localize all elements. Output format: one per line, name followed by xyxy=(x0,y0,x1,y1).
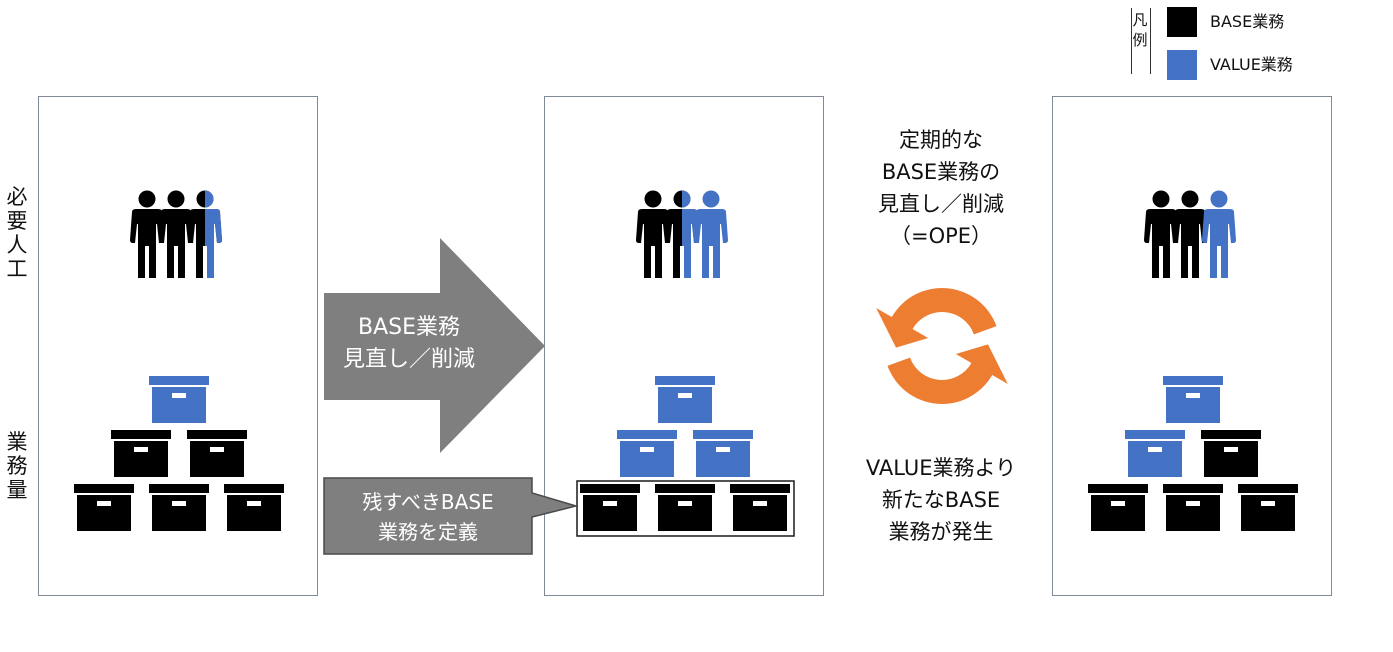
panel-after-new-base xyxy=(1052,96,1332,596)
value-task-box-icon xyxy=(149,376,209,423)
panel-current xyxy=(38,96,318,596)
workload-boxes xyxy=(576,376,795,537)
legend-bracket-label: 凡例 xyxy=(1132,11,1148,49)
base-task-box-icon xyxy=(224,484,284,531)
person-icon xyxy=(188,190,222,278)
panel-after-review xyxy=(544,96,824,596)
base-task-box-icon xyxy=(1201,430,1261,477)
people-group xyxy=(636,190,728,278)
person-icon xyxy=(159,190,193,278)
value-task-box-icon xyxy=(693,430,753,477)
person-icon xyxy=(130,190,164,278)
define-base-callout-label: 残すべきBASE 業務を定義 xyxy=(362,490,494,544)
review-arrow xyxy=(324,238,545,453)
person-icon xyxy=(636,190,670,278)
base-task-box-icon xyxy=(730,484,790,531)
cycle-arrow-lower xyxy=(887,344,1008,404)
legend-swatch-base xyxy=(1167,7,1197,37)
people-group xyxy=(1144,190,1236,278)
defined-base-highlight xyxy=(576,480,795,537)
person-icon xyxy=(1144,190,1178,278)
person-icon xyxy=(1173,190,1207,278)
workload-boxes xyxy=(1088,376,1298,531)
define-base-callout xyxy=(323,477,579,555)
row-label-people: 必要人工 xyxy=(6,185,28,281)
person-icon xyxy=(665,190,699,278)
base-task-box-icon xyxy=(149,484,209,531)
base-task-box-icon xyxy=(74,484,134,531)
value-task-box-icon xyxy=(617,430,677,477)
row-label-workload: 業務量 xyxy=(6,430,28,502)
base-task-box-icon xyxy=(1088,484,1148,531)
cycle-top-label: 定期的な BASE業務の 見直し／削減 （=OPE） xyxy=(878,128,1004,248)
legend-bracket xyxy=(1131,8,1151,74)
cycle-bottom-label: VALUE業務より 新たなBASE 業務が発生 xyxy=(865,456,1017,544)
base-task-box-icon xyxy=(1238,484,1298,531)
legend-label-value: VALUE業務 xyxy=(1210,55,1293,74)
base-task-box-icon xyxy=(1163,484,1223,531)
cycle-arrow-upper xyxy=(876,288,997,348)
value-task-box-icon xyxy=(1163,376,1223,423)
value-task-box-icon xyxy=(655,376,715,423)
legend-swatch-value xyxy=(1167,50,1197,80)
person-icon xyxy=(694,190,728,278)
workload-boxes xyxy=(74,376,284,531)
refresh-cycle-icon xyxy=(876,288,1008,404)
base-task-box-icon xyxy=(655,484,715,531)
value-task-box-icon xyxy=(1125,430,1185,477)
review-arrow-label: BASE業務 見直し／削減 xyxy=(342,315,475,372)
legend-label-base: BASE業務 xyxy=(1210,12,1285,31)
review-arrow-shape xyxy=(324,238,545,453)
people-group xyxy=(130,190,222,278)
base-task-box-icon xyxy=(580,484,640,531)
define-base-callout-shape xyxy=(323,477,579,555)
base-task-box-icon xyxy=(111,430,171,477)
base-task-box-icon xyxy=(187,430,247,477)
person-icon xyxy=(1202,190,1236,278)
